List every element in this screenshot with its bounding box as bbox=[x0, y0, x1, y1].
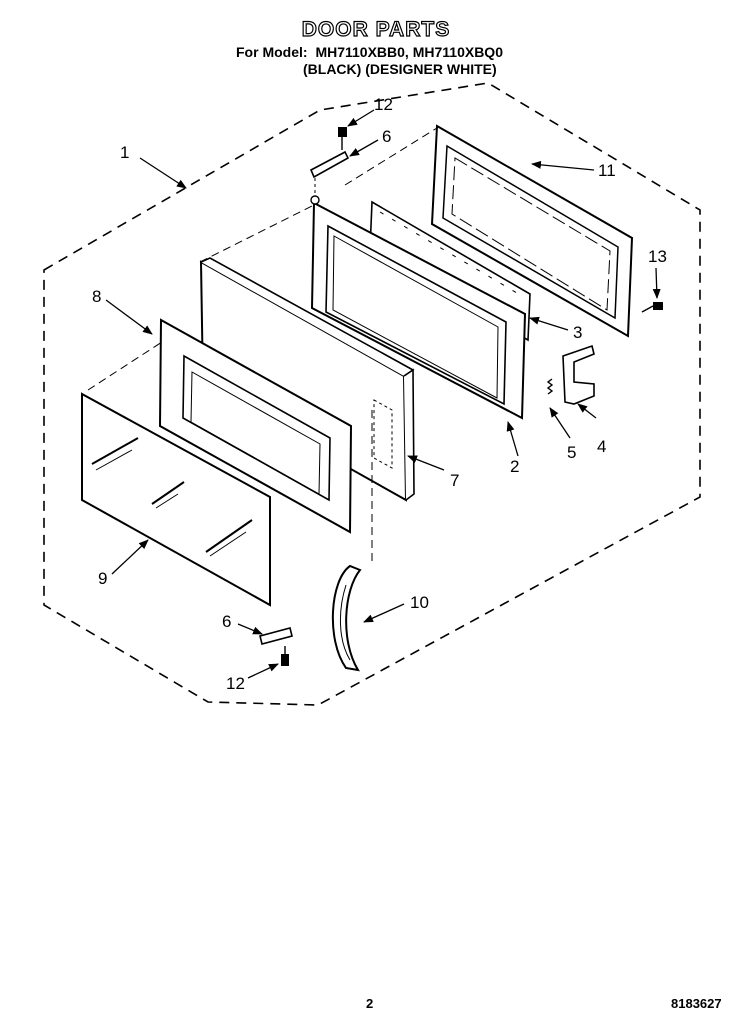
callout-13: 13 bbox=[648, 247, 667, 266]
part-12-top-screw bbox=[338, 127, 347, 150]
callout-10: 10 bbox=[410, 593, 429, 612]
page-number: 2 bbox=[366, 996, 374, 1011]
callout-3: 3 bbox=[573, 323, 582, 342]
part-13-screw bbox=[641, 302, 663, 313]
callout-11: 11 bbox=[598, 161, 616, 180]
part-6-top-hinge bbox=[309, 150, 350, 205]
callout-9: 9 bbox=[98, 569, 107, 588]
callout-12-top: 12 bbox=[374, 95, 393, 114]
part-10-handle bbox=[331, 410, 373, 672]
part-6-bottom-hinge bbox=[259, 627, 293, 645]
callout-2: 2 bbox=[510, 457, 519, 476]
part-9-glass-panel bbox=[81, 392, 271, 607]
part-12-bottom-screw bbox=[281, 646, 289, 666]
part-8-choke-cover bbox=[158, 318, 353, 534]
diagram-code: 8183627 bbox=[671, 996, 722, 1011]
callout-5: 5 bbox=[567, 443, 576, 462]
model-numbers: MH7110XBB0, MH7110XBQ0 bbox=[315, 44, 503, 60]
variant-line: (BLACK) (DESIGNER WHITE) bbox=[303, 61, 497, 77]
part-11-choke-frame bbox=[430, 124, 634, 338]
callout-7: 7 bbox=[450, 471, 459, 490]
callout-1: 1 bbox=[120, 143, 129, 162]
part-4-latch-bracket bbox=[562, 344, 595, 405]
callout-6-top: 6 bbox=[382, 127, 391, 146]
assembly-boundary bbox=[43, 82, 701, 706]
callout-4: 4 bbox=[597, 437, 606, 456]
callout-6-bottom: 6 bbox=[222, 612, 231, 631]
callout-12-bottom: 12 bbox=[226, 674, 245, 693]
page-title: DOOR PARTS bbox=[301, 17, 451, 41]
part-2-inner-frame bbox=[310, 201, 527, 420]
for-model-label: For Model: bbox=[236, 44, 308, 60]
part-5-spring bbox=[546, 378, 554, 395]
model-line: For Model: MH7110XBB0, MH7110XBQ0 bbox=[236, 44, 503, 60]
callout-8: 8 bbox=[92, 287, 101, 306]
